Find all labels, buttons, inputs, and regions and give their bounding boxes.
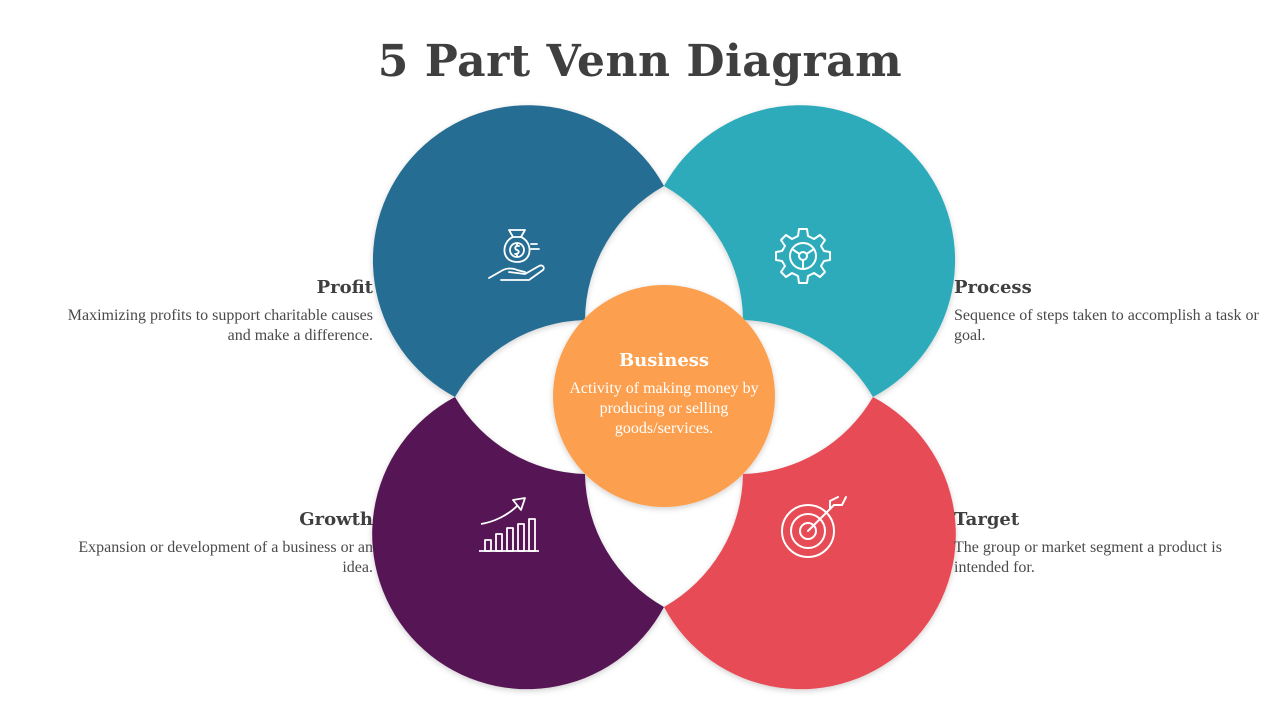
process-heading: Process [954, 277, 1032, 298]
gear-icon [775, 228, 831, 284]
target-petal [664, 397, 956, 690]
process-description: Sequence of steps taken to accomplish a … [954, 307, 1259, 344]
page-title: 5 Part Venn Diagram [377, 36, 903, 87]
business-circle [553, 285, 775, 507]
growth-block: Growth Expansion or development of a bus… [53, 509, 373, 578]
process-block: Process Sequence of steps taken to accom… [954, 277, 1274, 346]
profit-description: Maximizing profits to support charitable… [67, 307, 373, 344]
business-description: Activity of making money by producing or… [569, 380, 759, 437]
target-description: The group or market segment a product is… [954, 539, 1222, 576]
profit-block: Profit Maximizing profits to support cha… [53, 277, 373, 346]
money-bag-hand-icon [488, 229, 545, 281]
target-block: Target The group or market segment a pro… [954, 509, 1274, 578]
growth-description: Expansion or development of a business o… [78, 539, 373, 576]
profit-heading: Profit [316, 277, 373, 298]
business-text: Business Activity of making money by pro… [553, 350, 775, 439]
target-arrow-icon [781, 496, 847, 558]
growth-heading: Growth [299, 509, 373, 530]
business-heading: Business [618, 350, 710, 371]
target-heading: Target [954, 509, 1020, 530]
growth-chart-icon [479, 497, 539, 552]
